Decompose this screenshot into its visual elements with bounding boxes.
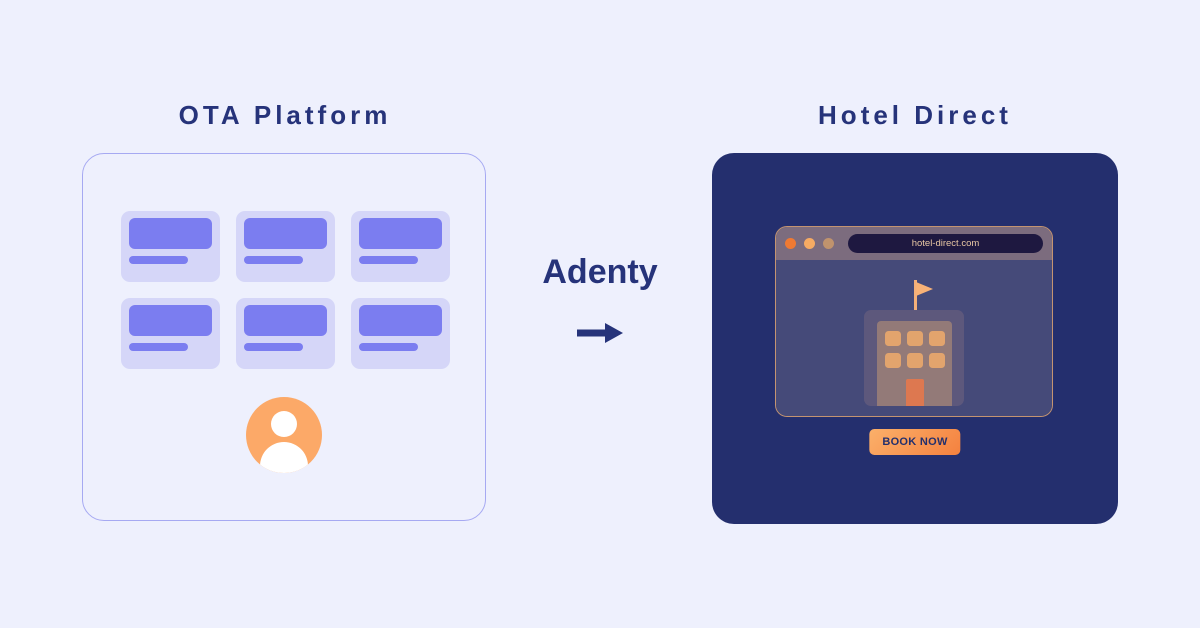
ota-listing-card[interactable] xyxy=(236,211,335,282)
browser-content-area xyxy=(776,260,1052,416)
ota-listing-grid xyxy=(121,211,451,369)
card-image-placeholder xyxy=(359,218,442,249)
card-text-placeholder xyxy=(244,343,304,351)
arrow-right-icon xyxy=(577,323,623,343)
browser-url-bar[interactable]: hotel-direct.com xyxy=(848,234,1043,253)
ota-listing-card[interactable] xyxy=(121,211,220,282)
flag-pole xyxy=(914,280,917,314)
close-dot-icon[interactable] xyxy=(785,238,796,249)
book-now-button[interactable]: BOOK NOW xyxy=(869,429,961,455)
ota-listing-card[interactable] xyxy=(236,298,335,369)
building-facade xyxy=(877,321,952,406)
user-avatar-icon xyxy=(246,397,322,473)
building-door xyxy=(905,379,924,406)
building-window xyxy=(929,353,945,368)
ota-listing-card[interactable] xyxy=(351,298,450,369)
card-image-placeholder xyxy=(244,305,327,336)
hotel-building-illustration xyxy=(859,280,969,410)
building-window xyxy=(929,331,945,346)
card-image-placeholder xyxy=(129,305,212,336)
flag-icon xyxy=(916,282,933,296)
browser-url-text: hotel-direct.com xyxy=(911,238,980,249)
avatar-body xyxy=(260,442,308,473)
ota-platform-panel xyxy=(82,153,486,521)
card-text-placeholder xyxy=(129,256,189,264)
building-body xyxy=(864,310,964,406)
ota-platform-title: OTA Platform xyxy=(178,100,392,130)
browser-titlebar: hotel-direct.com xyxy=(776,227,1052,260)
building-window-grid xyxy=(885,331,945,368)
building-window xyxy=(907,353,923,368)
card-text-placeholder xyxy=(359,343,419,351)
ota-listing-card[interactable] xyxy=(351,211,450,282)
card-image-placeholder xyxy=(359,305,442,336)
transition-block: Adenty xyxy=(490,255,710,345)
building-window xyxy=(885,353,901,368)
maximize-dot-icon[interactable] xyxy=(823,238,834,249)
minimize-dot-icon[interactable] xyxy=(804,238,815,249)
card-text-placeholder xyxy=(129,343,189,351)
card-text-placeholder xyxy=(244,256,304,264)
building-window xyxy=(907,331,923,346)
card-image-placeholder xyxy=(129,218,212,249)
building-window xyxy=(885,331,901,346)
ota-listing-card[interactable] xyxy=(121,298,220,369)
card-text-placeholder xyxy=(359,256,419,264)
card-image-placeholder xyxy=(244,218,327,249)
brand-name: Adenty xyxy=(542,253,658,291)
hotel-direct-title: Hotel Direct xyxy=(818,100,1012,130)
browser-window-mockup: hotel-direct.com xyxy=(775,226,1053,417)
hotel-direct-panel: hotel-direct.com xyxy=(712,153,1118,524)
avatar-head xyxy=(271,411,297,437)
